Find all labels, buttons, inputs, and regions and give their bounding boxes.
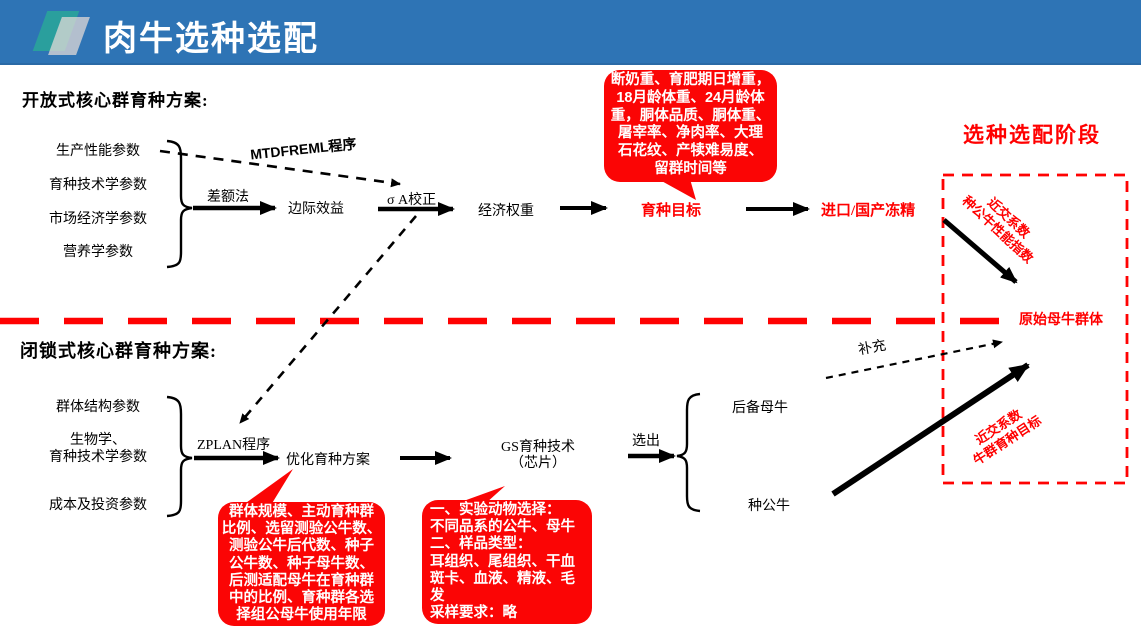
gs-callout-pointer: [458, 486, 505, 503]
optimized-plan-label: 优化育种方案: [286, 453, 370, 468]
selection-stage-heading: 选种选配阶段: [963, 123, 1101, 147]
optimize-plan-callout: 群体规模、主动育种群 比例、选留测验公牛数、 测验公牛后代数、种子 公牛数、种子…: [218, 502, 385, 626]
semen-source-label: 进口/国产冻精: [821, 203, 916, 219]
breeding-bull-label: 种公牛: [748, 499, 790, 514]
original-cow-group-label: 原始母牛群体: [1019, 313, 1103, 328]
select-out-label: 选出: [632, 434, 660, 449]
output-brace: [676, 392, 701, 513]
closed-params-brace: [166, 395, 193, 518]
page-title: 肉牛选种选配: [103, 20, 319, 58]
replacement-heifer-label: 后备母牛: [732, 401, 788, 416]
optimize-callout-pointer: [243, 469, 293, 505]
open-param-market-economics: 市场经济学参数: [49, 212, 147, 227]
arrow-bull-to-cows: [831, 362, 1030, 497]
breeding-goal-label: 育种目标: [641, 203, 702, 219]
gs-technology-label: GS育种技术 （芯片）: [501, 440, 575, 471]
economic-weight-label: 经济权重: [478, 204, 534, 219]
arrow-semen-to-cows: [942, 218, 1018, 284]
closed-param-cost-investment: 成本及投资参数: [49, 498, 147, 513]
dashed-mtdfreml-line: [159, 149, 401, 188]
open-param-production: 生产性能参数: [56, 144, 140, 159]
open-param-breeding-tech: 育种技术学参数: [49, 178, 147, 193]
closed-param-population-structure: 群体结构参数: [56, 400, 140, 415]
closed-param-biology-breeding-tech: 生物学、 育种技术学参数: [49, 433, 147, 465]
difference-method-label: 差额法: [207, 190, 249, 205]
dashed-supplement-line: [825, 339, 1003, 380]
open-params-brace: [166, 139, 193, 269]
title-banner: [0, 0, 1141, 65]
closed-plan-heading: 闭锁式核心群育种方案:: [20, 341, 217, 361]
open-plan-heading: 开放式核心群育种方案:: [22, 91, 209, 110]
breeding-goal-callout: 断奶重、育肥期日增重， 18月龄体重、24月龄体 重，胴体品质、胴体重、 屠宰率…: [604, 70, 777, 182]
open-param-nutrition: 营养学参数: [63, 245, 133, 260]
goal-callout-pointer: [658, 179, 696, 200]
dashed-sigma-to-zplan-line: [239, 215, 417, 424]
gs-sampling-callout: 一、实验动物选择： 不同品系的公牛、母牛 二、样品类型： 耳组织、尾组织、干血 …: [422, 500, 592, 624]
sigma-correction-label: σ A校正: [387, 193, 437, 208]
zplan-label: ZPLAN程序: [197, 438, 271, 453]
marginal-benefit-label: 边际效益: [288, 202, 344, 217]
